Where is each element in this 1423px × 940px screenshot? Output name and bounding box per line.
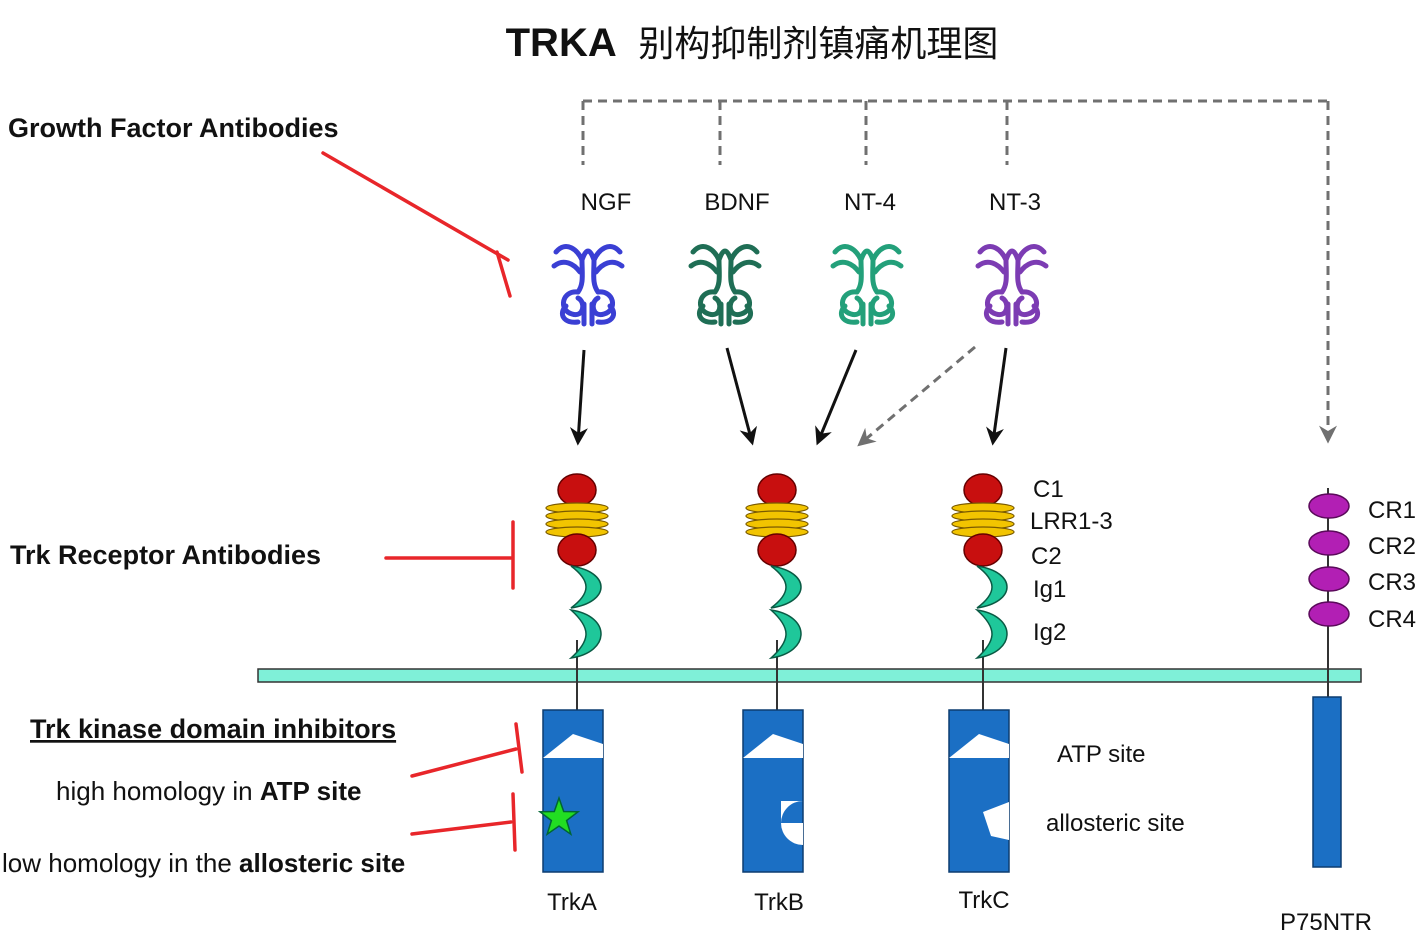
label-allosteric-homology: low homology in the allosteric site xyxy=(2,848,405,878)
domain-label-lrr: LRR1-3 xyxy=(1030,508,1113,535)
receptor-trka xyxy=(537,473,609,873)
ig1-domain xyxy=(976,565,1008,609)
domain-label-c1: C1 xyxy=(1033,476,1064,503)
receptor-trkc xyxy=(948,473,1015,873)
p75-domain-cr4 xyxy=(1308,601,1350,627)
inhibit-growth-factor-bar xyxy=(495,250,512,298)
page-title: TRKA 别构抑制剂镇痛机理图 xyxy=(506,21,999,65)
p75-domain-cr3 xyxy=(1308,566,1350,592)
arrow-nt4-trkb xyxy=(815,349,858,446)
c2-domain xyxy=(757,533,797,567)
atp-site xyxy=(743,734,803,758)
trk-receptors xyxy=(537,473,1015,873)
kinase-domain xyxy=(948,709,1010,873)
domain-label-c2: C2 xyxy=(1031,543,1062,570)
ligand-nt3-glyph xyxy=(975,244,1049,327)
p75ntr-receptor xyxy=(1308,488,1350,868)
title-latin: TRKA xyxy=(506,21,616,65)
domain-label-ig1: Ig1 xyxy=(1033,576,1066,603)
label-atp-homology-bold: ATP site xyxy=(260,776,362,806)
inhibit-atp-line xyxy=(410,747,518,778)
label-allosteric-homology-bold: allosteric site xyxy=(239,848,405,878)
ligand-label-nt4: NT-4 xyxy=(844,189,896,216)
c1-domain xyxy=(557,473,597,507)
cell-membrane xyxy=(257,668,1362,683)
c2-domain xyxy=(963,533,1003,567)
ligand-label-ngf: NGF xyxy=(581,189,632,216)
inhibit-allo-bar xyxy=(511,792,517,852)
ligand-label-nt3: NT-3 xyxy=(989,189,1041,216)
binding-arrows xyxy=(569,345,1008,447)
ig1-domain xyxy=(770,565,802,609)
arrow-ngf-trka xyxy=(569,349,588,446)
receptor-label-trka: TrkA xyxy=(547,889,597,916)
c1-domain xyxy=(757,473,797,507)
p75-label-cr1: CR1 xyxy=(1368,497,1416,524)
receptor-label-trkc: TrkC xyxy=(958,887,1009,914)
label-trk-kinase-inhibitors: Trk kinase domain inhibitors xyxy=(30,714,396,744)
inhibit-allo-line xyxy=(410,820,513,836)
inhibit-growth-factor-line xyxy=(321,151,510,262)
allosteric-site xyxy=(781,801,803,845)
ig2-domain xyxy=(568,608,602,660)
c1-domain xyxy=(963,473,1003,507)
label-growth-factor-antibodies: Growth Factor Antibodies xyxy=(8,113,339,143)
arrow-nt3-trkb-dashed xyxy=(857,345,976,447)
arrow-nt3-trkc xyxy=(986,347,1008,446)
ligand-nt4-glyph xyxy=(830,244,904,327)
label-trk-receptor-antibodies: Trk Receptor Antibodies xyxy=(10,540,321,570)
site-label-allosteric: allosteric site xyxy=(1046,810,1185,837)
label-atp-homology-pre: high homology in xyxy=(56,776,260,806)
receptor-label-trkb: TrkB xyxy=(754,889,804,916)
ligand-ngf-glyph xyxy=(551,244,625,327)
allosteric-site xyxy=(983,802,1009,840)
ligand-glyphs xyxy=(551,244,1049,327)
inhibit-atp-bar xyxy=(514,722,524,774)
ligand-bdnf-glyph xyxy=(688,244,762,327)
label-allosteric-homology-pre: low homology in the xyxy=(2,848,239,878)
title-chinese: 别构抑制剂镇痛机理图 xyxy=(638,24,998,65)
p75-label-cr4: CR4 xyxy=(1368,606,1416,633)
p75-label-cr3: CR3 xyxy=(1368,569,1416,596)
ig2-domain xyxy=(974,608,1008,660)
arrow-bdnf-trkb xyxy=(725,347,757,446)
ig2-domain xyxy=(768,608,802,660)
p75-intracellular-domain xyxy=(1312,696,1342,868)
allosteric-inhibitor-star xyxy=(537,795,581,837)
p75-domain-cr2 xyxy=(1308,530,1350,556)
atp-site xyxy=(949,734,1009,758)
p75-label-cr2: CR2 xyxy=(1368,533,1416,560)
receptor-trkb xyxy=(742,473,809,873)
p75-dashed-connector xyxy=(581,99,1337,444)
domain-label-ig2: Ig2 xyxy=(1033,619,1066,646)
label-atp-homology: high homology in ATP site xyxy=(56,776,361,806)
inhibition-markers xyxy=(321,151,524,852)
ligand-label-bdnf: BDNF xyxy=(704,189,769,216)
ig1-domain xyxy=(570,565,602,609)
p75-domain-cr1 xyxy=(1308,493,1350,519)
site-label-atp: ATP site xyxy=(1057,741,1145,768)
c2-domain xyxy=(557,533,597,567)
atp-site xyxy=(543,734,603,758)
p75-label-name: P75NTR xyxy=(1280,909,1372,936)
